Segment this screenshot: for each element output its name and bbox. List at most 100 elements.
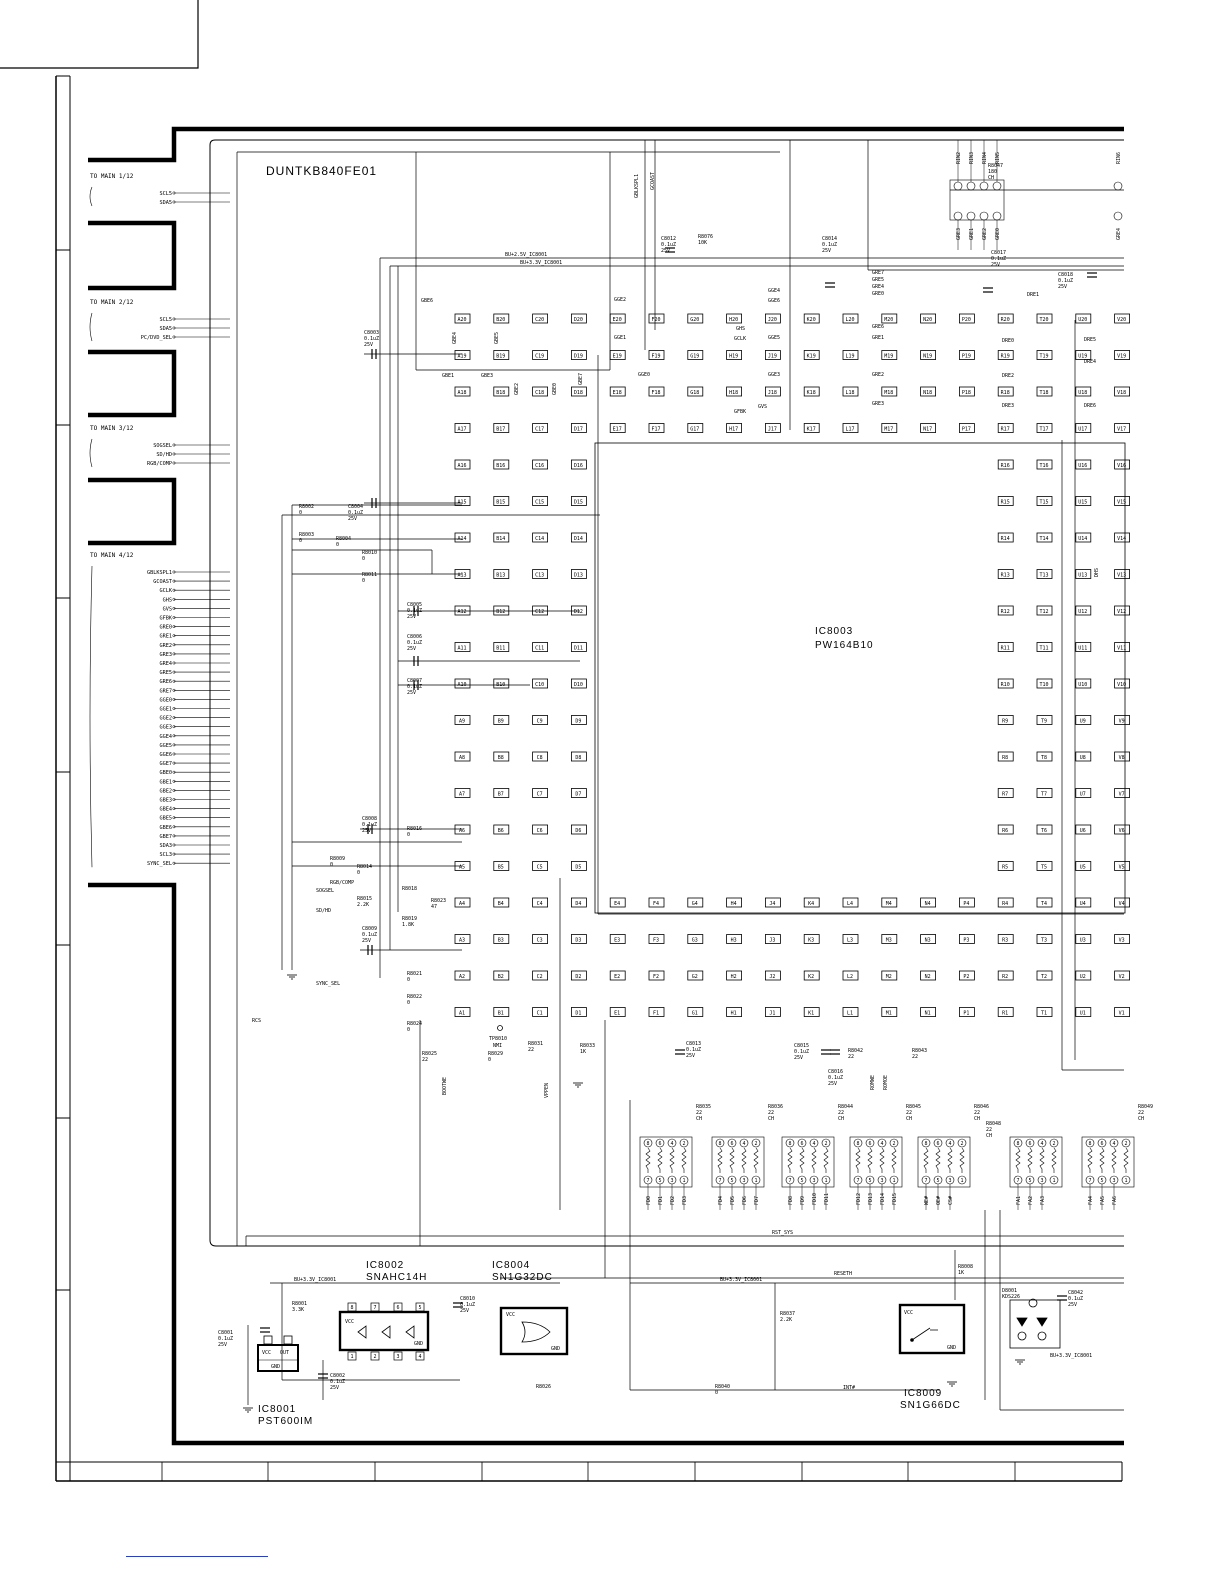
bga-pad [609,970,626,981]
bga-pad-label: G1 [692,1010,698,1016]
bga-pad-label: A16 [457,463,466,469]
bga-pad-label: A13 [457,572,466,578]
footer-link-underline[interactable] [126,1556,268,1557]
ic8009-part: SN1G66DC [900,1400,961,1411]
connector-pin-label: GGE0 [160,697,173,703]
array-ref-label: CH [974,1116,980,1122]
bga-pad [959,313,975,324]
bga-pad-label: U7 [1080,791,1086,797]
bga-pad [881,970,898,981]
component-label: 25V [362,828,371,834]
bga-pad-label: F3 [653,937,659,943]
bga-pad-label: N2 [925,974,931,980]
component-label: C8012 [661,236,676,242]
bga-pad-label: U19 [1078,353,1087,359]
bga-pad [609,423,626,433]
ic8001-vcc-pin: VCC [262,1350,271,1356]
bga-pad [454,350,471,360]
component-label: 10K [698,240,707,246]
bga-pad [1114,897,1130,908]
component-label: 0 [407,832,410,838]
bga-pad [687,386,704,397]
bga-pad-label: C8 [537,755,543,761]
bga-pad-label: V14 [1117,536,1126,542]
component-label: 25V [460,1308,469,1314]
bga-pad [454,934,471,944]
component-label: 25V [794,1055,803,1061]
bga-pad-label: D9 [575,718,581,724]
bga-pad-label: V16 [1117,463,1126,469]
bga-pad [1114,350,1130,360]
bga-pad [493,496,510,506]
bga-pad [1114,386,1130,397]
connector-pin-label: GVS [163,606,172,612]
bga-pad [493,350,510,360]
component-label: 0 [299,538,302,544]
bga-pad-label: J18 [768,390,777,396]
bga-pad-label: V18 [1117,390,1126,396]
component-label: KDS226 [1002,1294,1020,1300]
component-label: 0.1uZ [822,242,837,248]
bga-pad [1114,313,1130,324]
component-label: 0 [407,1000,410,1006]
bga-pad-label: T2 [1041,974,1047,980]
array-ref-label: R8036 [768,1104,783,1110]
ic8001: VCC OUT GND IC8001 PST600IM [257,1335,312,1427]
bga-pad-label: B13 [496,572,505,578]
array-pin: 2 [824,1141,827,1147]
bga-pad [493,642,510,652]
array-pin: 6 [1100,1141,1103,1147]
bga-pad [803,423,820,433]
bga-pad [1036,751,1053,762]
bga-pad-label: B3 [498,937,504,943]
bus-net-label: GRE5 [872,277,884,283]
bga-pad [532,678,548,689]
bga-pad [1114,970,1130,981]
ic8002-pin-number: 5 [418,1305,421,1311]
bga-pad [1075,751,1092,762]
bga-pad [687,970,704,981]
bus-net-label: GRE3 [872,401,884,407]
component-label: C8001 [218,1330,233,1336]
ic8009-vcc-pin: VCC [904,1310,913,1316]
array-pin: 6 [800,1141,803,1147]
bga-pad-label: D19 [574,353,583,359]
bga-pad [1036,897,1053,908]
component-label: R8014 [357,864,372,870]
component-label: C8010 [460,1296,475,1302]
gre-net-label: GRE0 [995,228,1001,240]
array-pin: 3 [880,1178,883,1184]
bga-pad-label: B5 [498,864,504,870]
bga-pad [997,642,1014,652]
net-label-bu33: BU+3.3V_IC8001 [520,260,562,266]
component-label: C8003 [364,330,379,336]
component-label: R8019 [402,916,417,922]
array-pin: 6 [1028,1141,1031,1147]
bus-net-label: DRE3 [1002,403,1014,409]
array-ref-label: CH [906,1116,912,1122]
bga-pad-label: C2 [537,974,543,980]
tp8010-point [497,1025,503,1031]
bga-pad-label: E18 [613,390,622,396]
bga-pad-label: P2 [963,974,969,980]
bga-pad [493,970,510,981]
component-label: 0 [299,510,302,516]
bus-net-label: GRE0 [872,291,884,297]
bga-pad [997,1007,1014,1017]
ic8002-pin-number: 4 [418,1354,421,1360]
bga-pad-label: T7 [1041,791,1047,797]
bga-pad [532,642,548,652]
bga-pad-label: B9 [498,718,504,724]
bga-pad [997,350,1014,360]
array-pin: 7 [924,1178,927,1184]
bga-pad-label: B11 [496,645,505,651]
bga-pad-label: N4 [925,901,931,907]
bga-pad [454,715,471,725]
array-pin: 2 [892,1141,895,1147]
net-label-bu33_d: BU+3.3V_IC8001 [1050,1353,1092,1359]
bga-pad [1075,788,1092,798]
array-ref-label: CH [696,1116,702,1122]
bga-pad [1114,532,1130,543]
component-label: 25V [348,516,357,522]
connector-pin-label: SCL5 [160,317,173,323]
